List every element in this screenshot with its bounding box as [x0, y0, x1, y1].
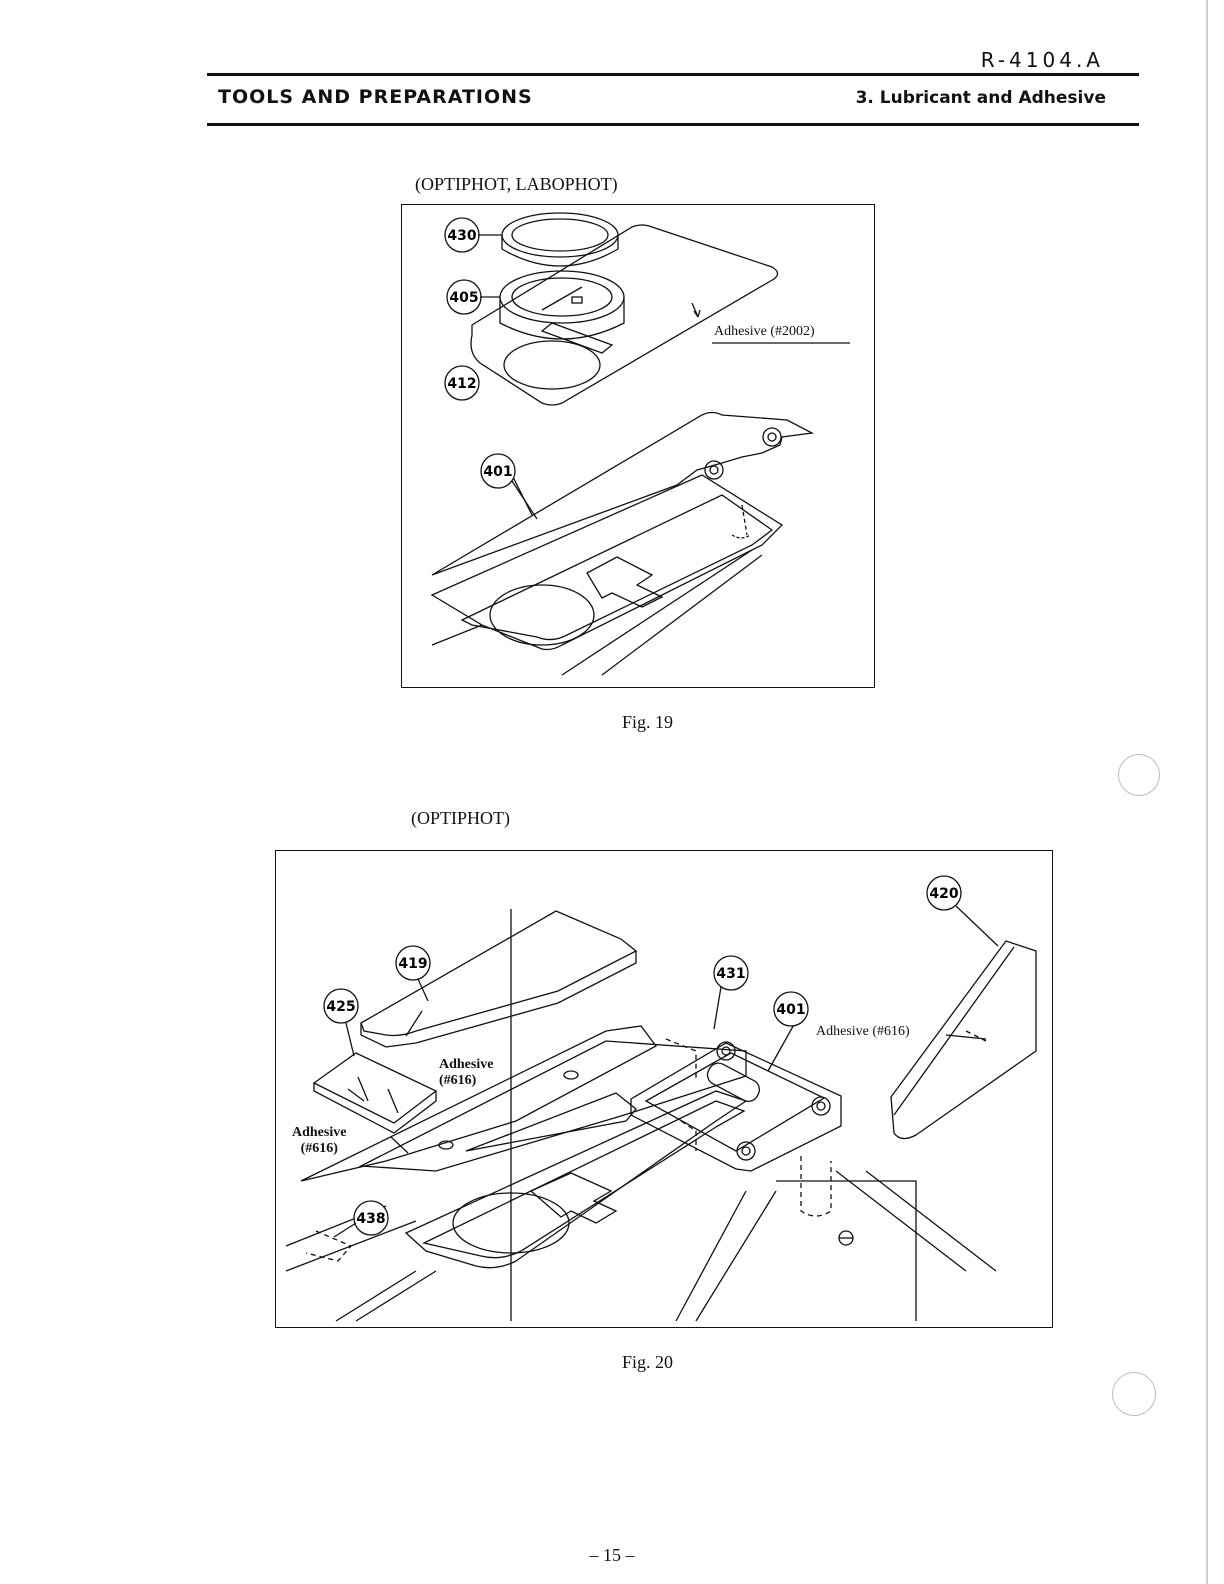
svg-text:405: 405	[449, 290, 478, 306]
callout-430: 430	[445, 218, 502, 252]
svg-text:425: 425	[326, 999, 355, 1015]
binder-hole-lower	[1112, 1372, 1156, 1416]
figure-19-label: (OPTIPHOT, LABOPHOT)	[415, 174, 618, 195]
callout-412: 412	[445, 366, 479, 400]
document-number: R-4104.A	[981, 48, 1104, 72]
figure-20-callouts: 420 419 431 425 401 438	[276, 851, 1051, 1326]
figure-19-frame: Adhesive (#2002) 430 405 412 401	[401, 204, 875, 688]
page-number: – 15 –	[0, 1545, 1224, 1566]
figure-20-label: (OPTIPHOT)	[411, 808, 510, 829]
callout-401: 401	[481, 454, 537, 519]
figure-19-caption: Fig. 19	[622, 712, 673, 733]
svg-text:419: 419	[398, 956, 427, 972]
header-rule-top	[207, 73, 1139, 76]
callout-438: 438	[334, 1201, 388, 1237]
figure-20-caption: Fig. 20	[622, 1352, 673, 1373]
svg-text:412: 412	[447, 376, 476, 392]
svg-text:401: 401	[776, 1002, 805, 1018]
callout-405: 405	[447, 280, 500, 314]
callout-401: 401	[774, 992, 808, 1026]
svg-text:431: 431	[716, 966, 745, 982]
callout-431: 431	[714, 956, 748, 990]
figure-19-callouts: 430 405 412 401	[402, 205, 873, 686]
binder-hole-upper	[1118, 754, 1160, 796]
figure-20-frame: Adhesive (#616) Adhesive (#616) Adhesive…	[275, 850, 1053, 1328]
header-rule-bottom	[207, 123, 1139, 126]
section-title: TOOLS AND PREPARATIONS	[218, 86, 533, 108]
svg-text:401: 401	[483, 464, 512, 480]
callout-419: 419	[396, 946, 430, 1001]
svg-text:420: 420	[929, 886, 958, 902]
subsection-title: 3. Lubricant and Adhesive	[856, 88, 1106, 108]
callout-425: 425	[324, 989, 358, 1056]
callout-420: 420	[927, 876, 998, 946]
page-edge-shadow	[1206, 0, 1208, 1584]
svg-text:438: 438	[356, 1211, 385, 1227]
svg-text:430: 430	[447, 228, 476, 244]
